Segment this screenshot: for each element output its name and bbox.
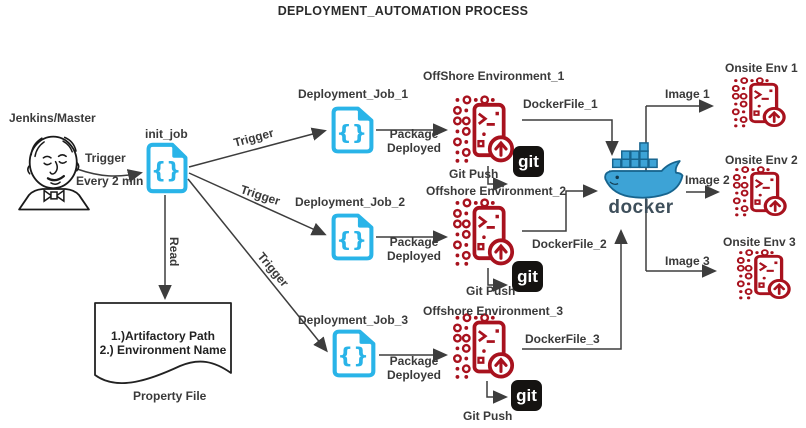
property-file-line2: 2.) Environment Name [99, 343, 227, 357]
onsite-env-1-icon [731, 77, 786, 129]
arrow-trigger-job1 [188, 127, 327, 168]
package-deployed-label-1: Package Deployed [386, 127, 441, 155]
read-label: Read [167, 237, 181, 267]
jenkins-master-label: Jenkins/Master [9, 111, 96, 125]
arrow-dockerfile-2 [522, 184, 598, 232]
git-icon-1: git [513, 146, 544, 177]
property-file-line1: 1.)Artifactory Path [110, 329, 216, 343]
onsite-env-3-label: Onsite Env 3 [723, 235, 796, 249]
offshore-env-3-icon [452, 313, 515, 381]
arrow-jenkins-to-init [76, 168, 143, 183]
arrow-git-push-1 [487, 166, 508, 191]
onsite-env-3-icon [736, 249, 791, 301]
arrow-dockerfile-3 [522, 229, 628, 350]
onsite-env-1-label: Onsite Env 1 [725, 61, 798, 75]
diagram-title: DEPLOYMENT_AUTOMATION PROCESS [277, 4, 529, 18]
git-icon-2: git [512, 261, 543, 292]
git-icon-3: git [511, 380, 542, 411]
dockerfile-2-label: DockerFile_2 [532, 237, 607, 251]
deployment-job-2-label: Deployment_Job_2 [295, 195, 406, 209]
arrow-git-push-3 [486, 381, 508, 404]
arrow-trigger-job2 [188, 172, 327, 236]
arrow-git-push-2 [487, 268, 508, 292]
jenkins-interval-label: Every 2 min [76, 174, 144, 188]
deployment-job-2-icon [334, 216, 372, 259]
onsite-env-2-label: Onsite Env 2 [725, 153, 798, 167]
connectors [76, 99, 720, 404]
deployment-job-1-icon [334, 109, 372, 152]
git-push-label-3: Git Push [463, 409, 513, 423]
property-file-shape [94, 302, 232, 384]
deployment-job-1-label: Deployment_Job_1 [298, 87, 409, 101]
docker-whale-icon [604, 142, 684, 199]
onsite-env-2-icon [732, 166, 787, 218]
init-job-icon [149, 145, 186, 191]
arrow-dockerfile-1 [522, 119, 619, 156]
deployment-job-3-icon [335, 332, 374, 376]
deployment-job-3-label: Deployment_Job_3 [298, 313, 409, 327]
package-deployed-label-3: Package Deployed [386, 354, 441, 382]
offshore-env-2-label: Offshore Environment_2 [426, 184, 567, 198]
package-deployed-label-2: Package Deployed [386, 235, 441, 263]
offshore-env-1-label: OffShore Environment_1 [423, 69, 565, 83]
offshore-env-1-icon [452, 95, 515, 165]
docker-wordmark: docker [608, 197, 674, 218]
image-1-label: Image 1 [665, 87, 710, 101]
init-job-label: init_job [145, 127, 188, 141]
property-file-caption: Property File [133, 389, 207, 403]
arrow-trigger-job3 [187, 178, 328, 353]
offshore-env-3-label: Offshore Environment_3 [423, 304, 564, 318]
image-3-label: Image 3 [665, 254, 710, 268]
dockerfile-3-label: DockerFile_3 [525, 332, 600, 346]
git-push-label-1: Git Push [449, 167, 499, 181]
git-push-label-2: Git Push [466, 284, 516, 298]
image-2-label: Image 2 [685, 173, 730, 187]
offshore-env-2-icon [452, 198, 515, 268]
dockerfile-1-label: DockerFile_1 [523, 97, 598, 111]
jenkins-trigger-label: Trigger [85, 151, 126, 165]
